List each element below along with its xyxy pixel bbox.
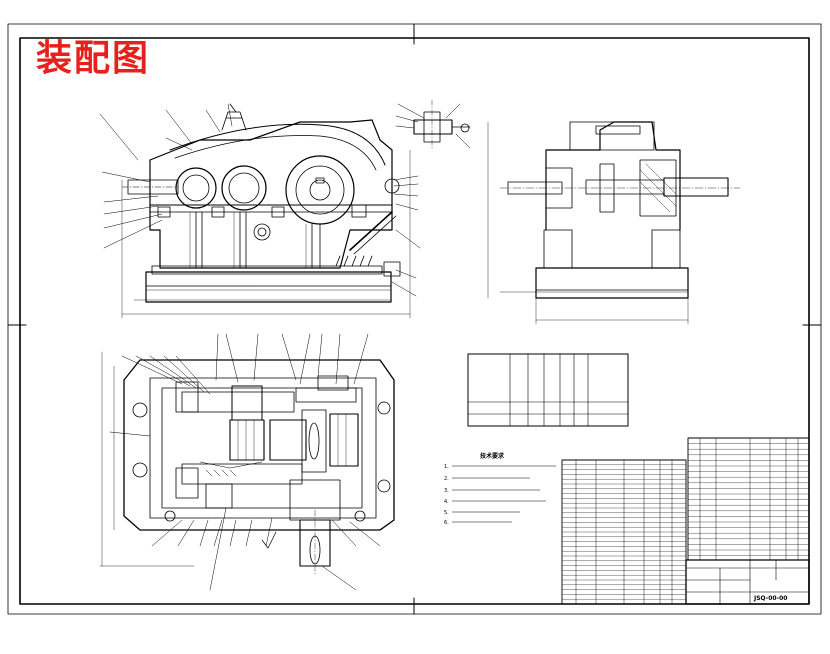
title-block — [685, 559, 810, 605]
front-view — [99, 103, 421, 319]
detail-view — [395, 99, 471, 151]
parts-list-right — [687, 437, 810, 561]
parts-list-right-rows — [688, 443, 809, 556]
parts-list-left-rows — [562, 464, 686, 605]
tech-req-item: 1. — [444, 464, 449, 470]
tech-req-item: 3. — [444, 488, 449, 494]
tech-req-item: 6. — [444, 520, 449, 526]
outer-border — [7, 23, 822, 615]
tech-req-title: 技术要求 — [480, 452, 505, 460]
tech-req-item: 5. — [444, 510, 449, 516]
drawing-title: 装配图 — [36, 37, 151, 79]
top-view — [99, 333, 395, 591]
drawing-number: JSQ-00-00 — [753, 595, 787, 602]
tech-req-list: 1. 2. 3. 4. 5. 6. — [444, 464, 449, 526]
tech-req-item: 2. — [444, 476, 449, 482]
side-view — [487, 121, 741, 325]
tech-req-item: 4. — [444, 499, 449, 505]
parameter-table — [467, 353, 629, 427]
